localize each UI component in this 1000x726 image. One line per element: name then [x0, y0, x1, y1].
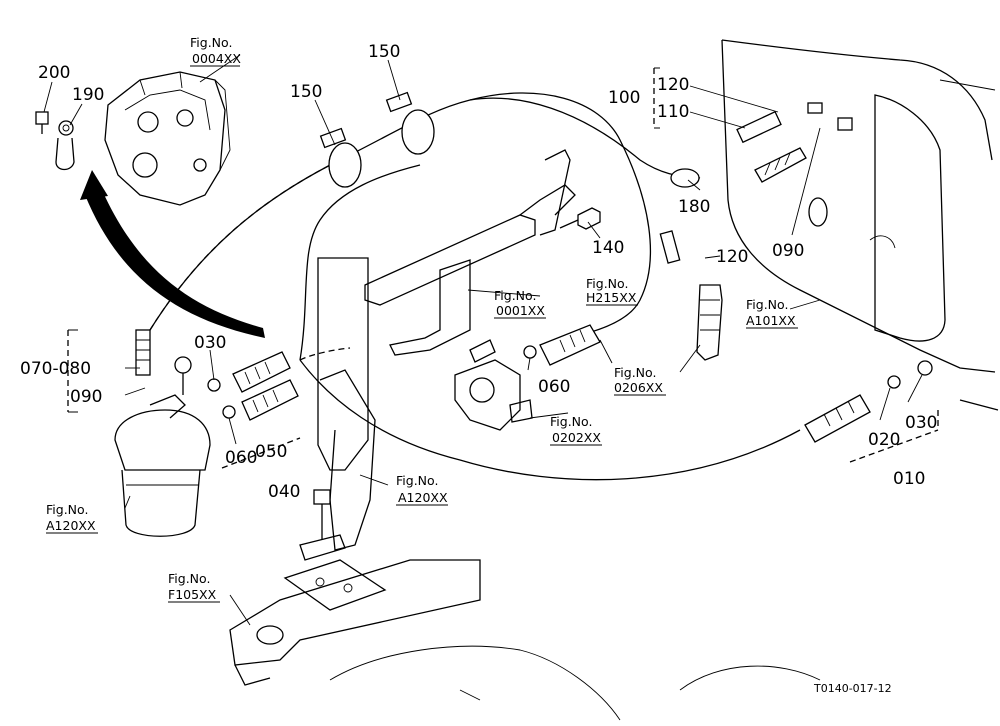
fuel-filter: [114, 356, 211, 537]
main-frame: [229, 559, 821, 721]
clamp-150-left: [319, 127, 362, 188]
callout-090-right: 090: [772, 241, 804, 261]
fig-ref-0001: 0001XX: [496, 303, 545, 318]
fig-ref-h215: H215XX: [586, 290, 637, 305]
fig-ref-a120-center: A120XX: [398, 490, 448, 505]
fig-label-a120-center: Fig.No.: [396, 473, 438, 488]
fig-ref-a101: A101XX: [746, 313, 796, 328]
fig-label-h215: Fig.No.: [586, 276, 628, 291]
fig-ref-f105: F105XX: [168, 587, 217, 602]
hose-110: [736, 110, 807, 183]
callout-060-center: 060: [538, 377, 570, 397]
fig-label-a120-left: Fig.No.: [46, 502, 88, 517]
engine-body-outline: [721, 39, 999, 411]
bolt-plate: [283, 489, 387, 611]
fig-ref-0004: 0004XX: [192, 51, 241, 66]
fig-ref-0202: 0202XX: [552, 430, 601, 445]
callout-150-right: 150: [368, 42, 400, 62]
callout-190: 190: [72, 85, 104, 105]
drawing-reference: T0140-017-12: [813, 682, 892, 695]
fig-ref-a120-left: A120XX: [46, 518, 96, 533]
callout-030-left: 030: [194, 333, 226, 353]
direction-arrow: [80, 170, 265, 338]
callout-020: 020: [868, 430, 900, 450]
hose-ends-left: [232, 351, 299, 421]
fig-ref-0206: 0206XX: [614, 380, 663, 395]
callout-010: 010: [893, 469, 925, 489]
bolt-140: [559, 207, 601, 230]
callout-030-right: 030: [905, 413, 937, 433]
callout-050: 050: [255, 442, 287, 462]
callout-180: 180: [678, 197, 710, 217]
hose-end-center: [539, 324, 601, 366]
callout-110: 110: [657, 102, 689, 122]
fig-label-a101: Fig.No.: [746, 297, 788, 312]
fig-label-0202: Fig.No.: [550, 414, 592, 429]
callout-140: 140: [592, 238, 624, 258]
fig-label-f105: Fig.No.: [168, 571, 210, 586]
clip-180: [670, 168, 700, 188]
callout-150-left: 150: [290, 82, 322, 102]
callout-100: 100: [608, 88, 640, 108]
hose-end-right-010: [804, 360, 933, 443]
group-brackets: [67, 67, 939, 469]
callout-070-080: 070-080: [20, 359, 91, 379]
hose-clamp-190: [55, 120, 75, 171]
leader-lines: [43, 54, 923, 626]
callout-090-left: 090: [70, 387, 102, 407]
connector-right: [807, 102, 853, 131]
fig-label-0206: Fig.No.: [614, 365, 656, 380]
bolt-200: [35, 111, 49, 134]
fig-label-0001: Fig.No.: [494, 288, 536, 303]
hose-end-left-070: [135, 329, 151, 376]
clamp-150-right: [385, 91, 435, 155]
frame-bracket: [299, 149, 576, 561]
injector: [659, 230, 723, 361]
callout-200: 200: [38, 63, 70, 83]
callout-040: 040: [268, 482, 300, 502]
fig-label-0004: Fig.No.: [190, 35, 232, 50]
clips: [207, 345, 537, 419]
fuel-pump: [454, 339, 533, 431]
callout-120-mid: 120: [716, 247, 748, 267]
engine-block: [104, 71, 231, 206]
callout-labels: 200 190 150 150 100 120 110 180 090 140 …: [20, 42, 937, 502]
callout-060-left: 060: [225, 448, 257, 468]
figure-references: Fig.No. 0004XX Fig.No. 0001XX Fig.No. H2…: [46, 35, 798, 603]
callout-120-top: 120: [657, 75, 689, 95]
